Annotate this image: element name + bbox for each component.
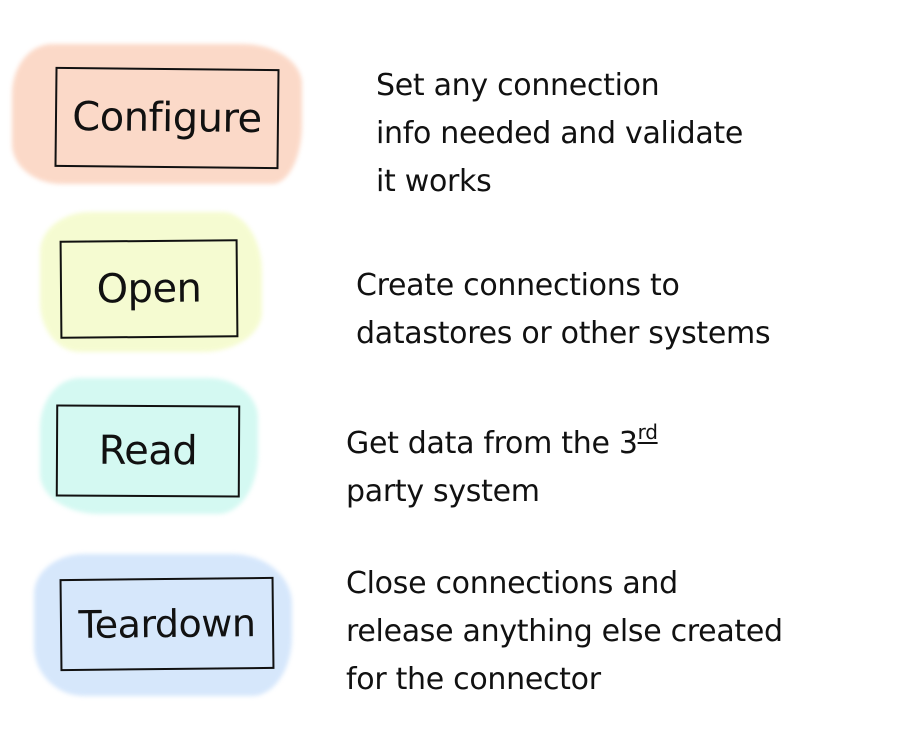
- open-step-label: Open: [96, 265, 202, 313]
- teardown-description: Close connections and release anything e…: [346, 560, 783, 704]
- open-description-line-1: Create connections to: [356, 268, 680, 303]
- teardown-description-line-3: for the connector: [346, 662, 601, 697]
- teardown-step-box: Teardown: [59, 576, 275, 672]
- teardown-description-line-1: Close connections and: [346, 566, 678, 601]
- read-description-line-1: Get data from the 3rd: [346, 408, 658, 468]
- read-step-label: Read: [98, 427, 198, 475]
- configure-highlight: [12, 44, 302, 184]
- teardown-description-line-2: release anything else created: [346, 614, 783, 649]
- configure-step-label: Configure: [72, 94, 262, 142]
- open-description-line-2: datastores or other systems: [356, 316, 771, 351]
- read-step-box: Read: [55, 404, 241, 498]
- configure-description-line-3: it works: [376, 164, 492, 199]
- configure-description-line-2: info needed and validate: [376, 116, 744, 151]
- configure-description-line-1: Set any connection: [376, 68, 660, 103]
- read-description: Get data from the 3rd party system: [346, 408, 658, 516]
- open-description: Create connections to datastores or othe…: [356, 262, 771, 358]
- configure-step-box: Configure: [54, 66, 280, 170]
- read-description-line-2: party system: [346, 474, 540, 509]
- open-step-box: Open: [59, 239, 239, 339]
- read-description-line-1-text: Get data from the 3: [346, 426, 638, 461]
- configure-description: Set any connection info needed and valid…: [376, 62, 743, 206]
- read-highlight: [40, 378, 258, 514]
- teardown-step-label: Teardown: [78, 601, 256, 647]
- open-highlight: [40, 212, 262, 352]
- read-description-superscript: rd: [637, 420, 658, 444]
- teardown-highlight: [34, 554, 292, 696]
